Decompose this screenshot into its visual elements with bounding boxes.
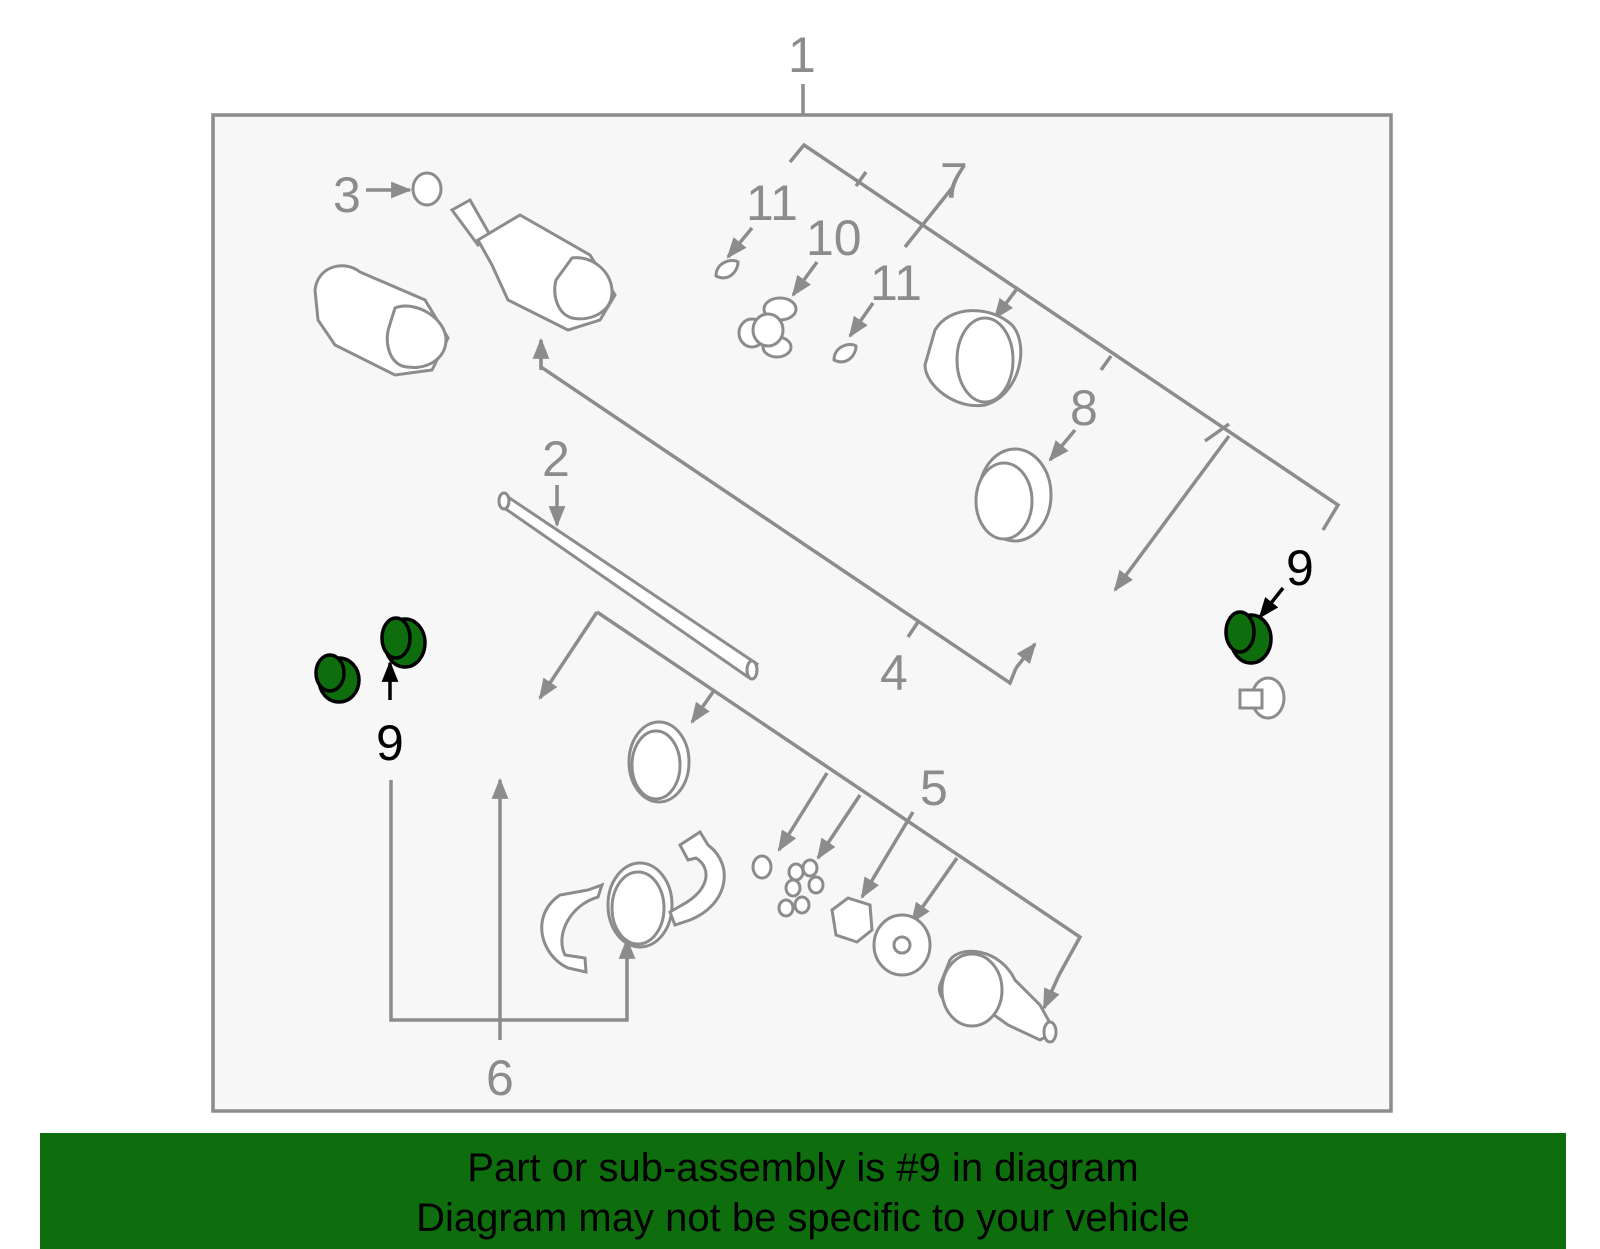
callout-8: 8: [1070, 380, 1098, 436]
info-banner: Part or sub-assembly is #9 in diagram Di…: [40, 1133, 1566, 1249]
boot-clamp-right-icon: [1224, 610, 1273, 665]
outer-boot-half-right-icon: [668, 829, 726, 927]
boot-clamp-left-b-icon: [380, 616, 427, 669]
bearing-balls-icon: [751, 854, 825, 918]
clip-upper-icon: [714, 259, 740, 280]
banner-line-part: Part or sub-assembly is #9 in diagram: [467, 1146, 1139, 1190]
clamp-small-icon: [1238, 676, 1286, 720]
outer-boot-half-icon: [540, 882, 605, 974]
outer-boot-ring-icon: [606, 861, 674, 949]
callout-7: 7: [940, 153, 968, 209]
washer-icon: [411, 171, 443, 207]
boot-band-lower-icon: [627, 720, 691, 804]
boot-band-upper-icon: [974, 447, 1053, 543]
banner-line-disclaimer: Diagram may not be specific to your vehi…: [416, 1196, 1190, 1240]
callout-10: 10: [806, 210, 862, 266]
tripod-joint-icon: [737, 296, 798, 359]
callout-9-right: 9: [1286, 540, 1314, 596]
callout-6: 6: [486, 1050, 514, 1106]
callout-5: 5: [920, 760, 948, 816]
callout-3: 3: [333, 167, 361, 223]
callout-9-left: 9: [376, 715, 404, 771]
clip-lower-icon: [832, 343, 858, 364]
inner-joint-housing-icon: [449, 197, 617, 332]
boot-clamp-left-a-icon: [314, 653, 361, 704]
callout-1: 1: [788, 27, 816, 83]
callout-2: 2: [542, 431, 570, 487]
callout-11-upper: 11: [746, 175, 798, 231]
outer-housing-icon: [313, 264, 450, 377]
axle-shaft-icon: [497, 491, 760, 681]
inner-race-icon: [830, 896, 874, 944]
ball-cage-icon: [872, 913, 932, 977]
outer-cv-joint-icon: [937, 949, 1058, 1044]
callout-11-lower: 11: [870, 255, 922, 311]
callout-4: 4: [880, 645, 908, 701]
inner-boot-icon: [923, 309, 1023, 408]
